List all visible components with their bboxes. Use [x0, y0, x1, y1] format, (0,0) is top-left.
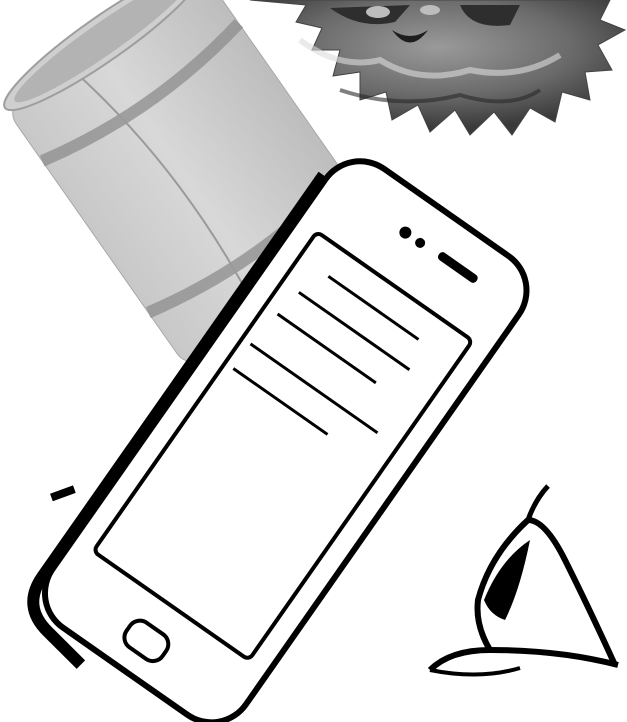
eye-icon: [430, 486, 618, 675]
cat-sunburst-icon: [250, 0, 625, 135]
eye-drawing: [430, 486, 618, 675]
cat-sunburst-photo: [250, 0, 625, 135]
